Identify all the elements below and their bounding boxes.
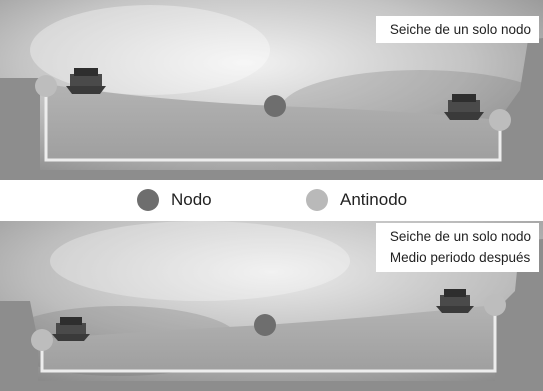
basin-outline: [44, 84, 502, 162]
antinode-marker: [31, 329, 53, 351]
caption-line: Seiche de un solo nodo: [389, 229, 531, 244]
legend-node-label: Nodo: [171, 190, 212, 209]
node-marker: [264, 95, 286, 117]
antinode-marker: [35, 75, 57, 97]
seiche-panel-bottom: Seiche de un solo nodo Medio periodo des…: [0, 221, 543, 391]
boat-icon: [52, 317, 90, 341]
node-marker: [254, 314, 276, 336]
boat-icon: [436, 289, 474, 313]
caption-line: Medio periodo después: [389, 250, 531, 265]
antinode-marker: [489, 109, 511, 131]
antinode-swatch: [306, 189, 328, 211]
antinode-marker: [484, 294, 506, 316]
legend-node: Nodo: [137, 189, 212, 211]
boat-icon: [66, 68, 106, 94]
seiche-panel-top: Seiche de un solo nodo: [0, 0, 543, 180]
water-body: [46, 84, 500, 160]
caption-line: Seiche de un solo nodo: [389, 22, 531, 37]
legend-antinode-label: Antinodo: [340, 190, 408, 209]
basin-outline: [40, 305, 497, 373]
water-body: [42, 305, 495, 371]
boat-icon: [444, 94, 484, 120]
caption-bottom: Seiche de un solo nodo Medio periodo des…: [375, 223, 539, 272]
caption-top: Seiche de un solo nodo: [375, 16, 539, 43]
node-swatch: [137, 189, 159, 211]
legend-antinode: Antinodo: [306, 189, 407, 211]
legend: Nodo Antinodo: [0, 180, 543, 221]
